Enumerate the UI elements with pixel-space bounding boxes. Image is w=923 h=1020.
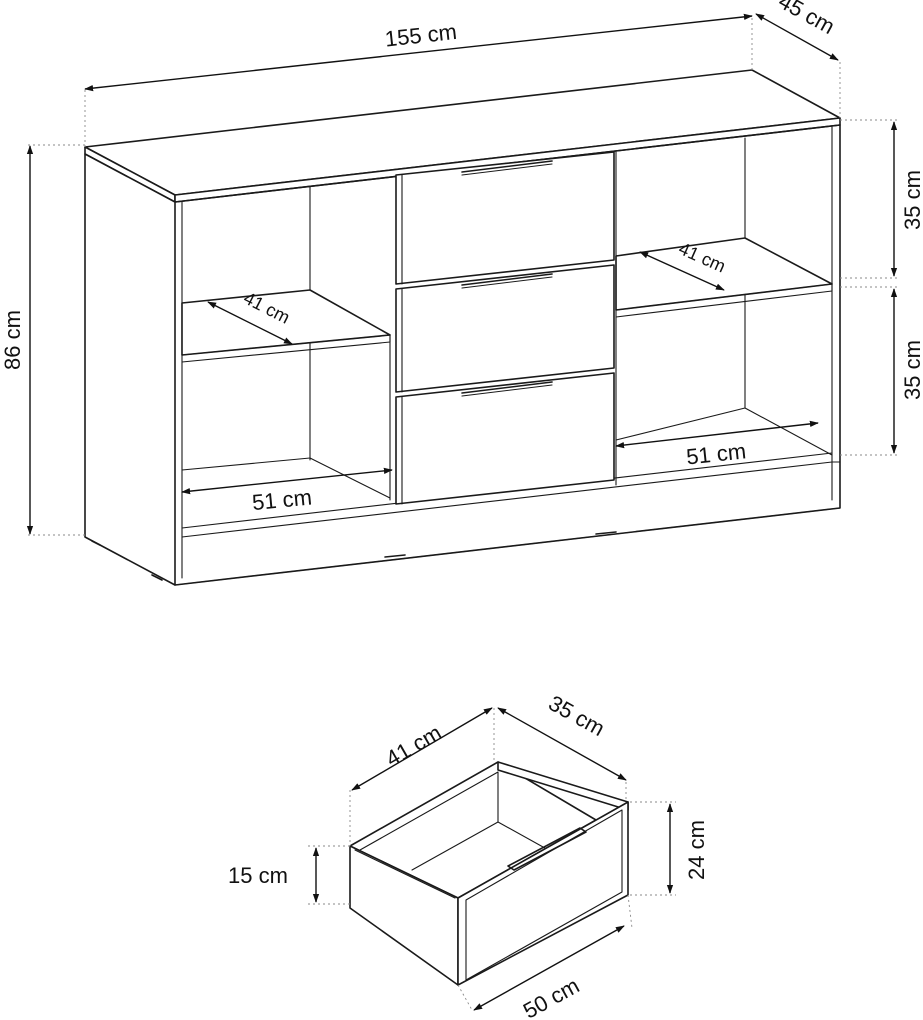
sideboard-foot (151, 574, 163, 581)
dim-height-label: 86 cm (0, 310, 25, 370)
drawer-handle[interactable] (461, 160, 553, 173)
sideboard-foot (595, 531, 617, 535)
dim-depth-label: 45 cm (774, 0, 839, 39)
drawer-front-height-label: 24 cm (684, 820, 709, 880)
dim-width-label: 155 cm (384, 19, 458, 52)
dim-lower-compartment-label: 35 cm (900, 340, 923, 400)
drawer-inner-depth-label: 35 cm (544, 690, 609, 741)
sideboard-plinth (181, 461, 833, 538)
right-shelf (615, 237, 833, 311)
drawer-top[interactable] (395, 151, 615, 285)
dim-right-width-label: 51 cm (685, 438, 747, 469)
sideboard (84, 69, 841, 586)
drawer-side-height-label: 15 cm (228, 863, 288, 888)
drawer-bottom[interactable] (395, 372, 615, 505)
sideboard-foot (91, 540, 101, 546)
drawer-handle[interactable] (461, 273, 553, 286)
drawer-handle[interactable] (461, 381, 553, 394)
drawer-depth-label: 41 cm (381, 720, 445, 772)
dim-left-width-label: 51 cm (251, 484, 313, 515)
sideboard-left-panel (84, 153, 176, 586)
drawer-detail (349, 761, 629, 986)
drawer-middle[interactable] (395, 264, 615, 393)
drawer-detail-handle[interactable] (507, 827, 587, 871)
sideboard-foot (384, 554, 406, 558)
dim-upper-compartment-label: 35 cm (900, 170, 923, 230)
